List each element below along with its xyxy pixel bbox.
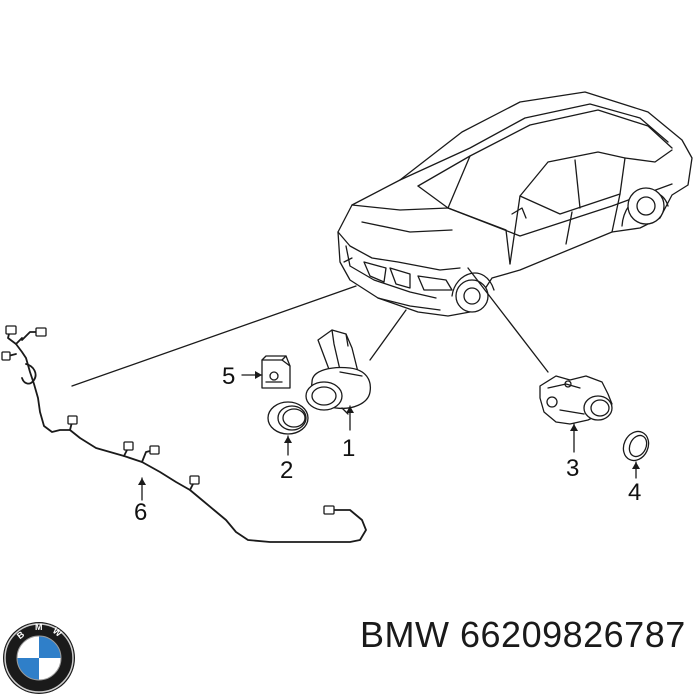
parking-sensor bbox=[305, 329, 372, 415]
sensor-bracket bbox=[261, 355, 291, 389]
callout-6: 6 bbox=[134, 499, 147, 526]
part-number: 66209826787 bbox=[460, 614, 686, 655]
bmw-logo: B M W bbox=[3, 622, 75, 694]
brand-name: BMW bbox=[360, 614, 450, 655]
part-caption: BMW 66209826787 bbox=[360, 614, 686, 656]
camera-ring bbox=[622, 430, 650, 462]
sensor-ring bbox=[267, 401, 309, 435]
callout-2: 2 bbox=[280, 457, 293, 484]
svg-text:B: B bbox=[15, 629, 27, 641]
callout-pointers bbox=[138, 371, 640, 501]
leader-lines bbox=[71, 267, 549, 387]
svg-text:M: M bbox=[35, 622, 43, 632]
callout-5: 5 bbox=[222, 363, 235, 390]
wiring-harness bbox=[1, 325, 367, 543]
camera-unit bbox=[539, 375, 613, 425]
car-illustration bbox=[337, 91, 693, 317]
callout-4: 4 bbox=[628, 479, 641, 506]
callout-1: 1 bbox=[342, 435, 355, 462]
callout-3: 3 bbox=[566, 455, 579, 482]
